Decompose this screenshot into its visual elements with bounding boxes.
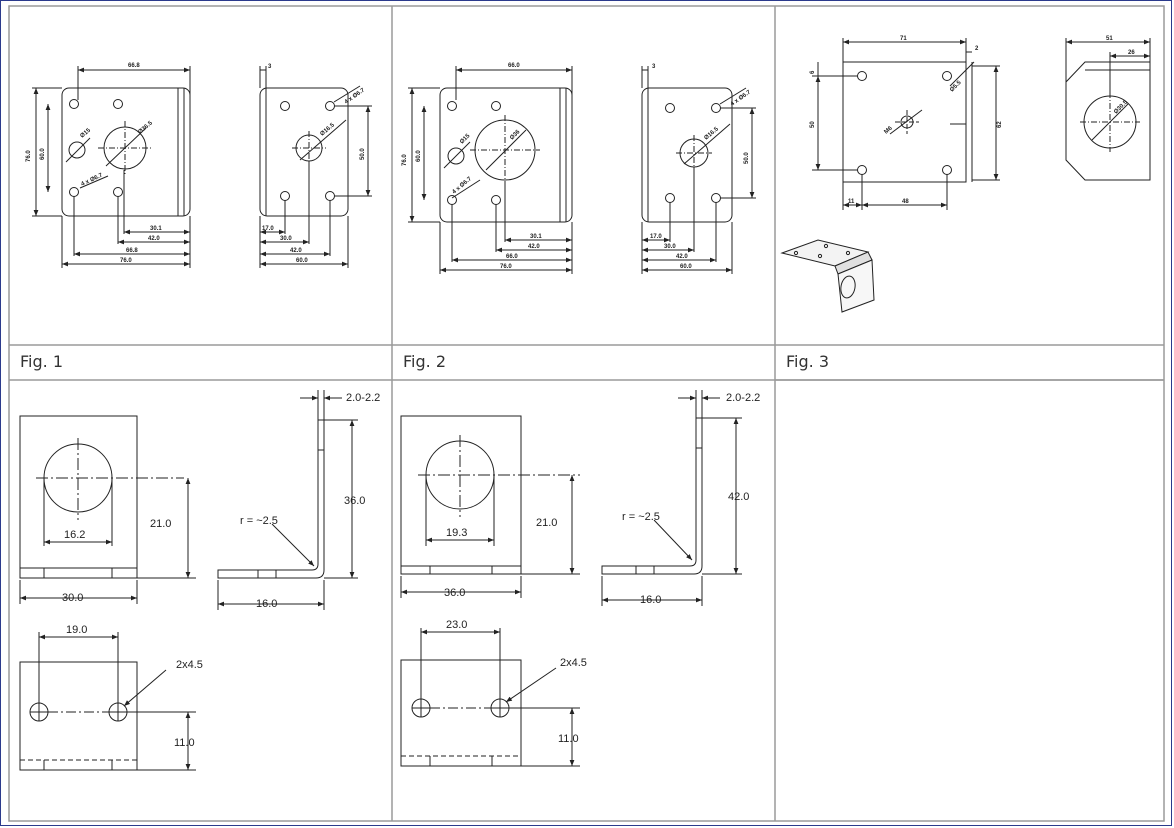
fig2-side-t: 3 [652,64,656,70]
fig3-side-hole: Ø30.5 [1113,99,1129,115]
fig1-s2: 30.0 [280,236,292,242]
fig1-d1: 30.1 [150,226,162,232]
fig4-labels: 2.0-2.2 36.0 r = ~2.5 16.2 21.0 30.0 16.… [62,392,380,749]
fig3-t: 2 [975,46,979,52]
fig3-hole-b: M6 [883,125,894,135]
fig1-hole-big: Ø36.5 [137,120,154,136]
fig4-base: 16.0 [256,598,277,610]
fig3-bottom-a: 11 [848,199,855,205]
fig5-thickness: 2.0-2.2 [726,392,760,404]
fig3-hole-a: Ø5.5 [949,80,963,94]
fig3-side-w2: 26 [1128,50,1135,56]
fig5-hole: 19.3 [446,527,467,539]
fig1-s1: 17.0 [262,226,274,232]
fig1-s4: 60.0 [296,258,308,264]
fig1-w-top: 66.8 [128,63,140,69]
fig4-holes-spacing: 19.0 [66,624,87,636]
fig2-drawing [408,66,756,274]
fig2-s4: 60.0 [680,264,692,270]
fig2-w-top: 66.0 [508,63,520,69]
fig4-radius: r = ~2.5 [240,515,278,527]
fig5-hole-h: 21.0 [536,517,557,529]
fig5-width: 36.0 [444,587,465,599]
fig3-caption: Fig. 3 [786,352,829,371]
fig2-h-outer: 76.0 [402,154,408,166]
fig1-d3: 66.8 [126,248,138,254]
fig3-left-h: 50 [810,121,816,128]
fig5-labels: 2.0-2.2 42.0 r = ~2.5 19.3 21.0 36.0 16.… [444,392,760,745]
fig2-d1: 30.1 [530,234,542,240]
fig2-side-holes: 4 x Ø6.7 [730,89,753,107]
fig2-h-inner: 60.0 [416,150,422,162]
fig3-top-off: 6 [810,70,816,74]
fig3-w-top: 71 [900,36,907,42]
fig1-h-inner: 60.0 [40,148,46,160]
fig2-hole-small: Ø15 [459,133,472,146]
fig4-height: 36.0 [344,495,365,507]
fig3-right-h: 62 [997,121,1003,128]
fig1-side-h: 50.0 [360,148,366,160]
fig2-side-h: 50.0 [744,152,750,164]
fig4-holes-h: 11.0 [174,737,195,749]
fig4-drawing [19,390,358,771]
fig2-hole-big: Ø36 [509,129,522,142]
fig4-width: 30.0 [62,592,83,604]
fig5-holes-spacing: 23.0 [446,619,467,631]
fig5-holes: 2x4.5 [560,657,587,669]
fig1-d2: 42.0 [148,236,160,242]
fig2-caption: Fig. 2 [403,352,446,371]
fig1-labels: 66.8 76.0 60.0 Ø15 Ø36.5 4 x Ø6.7 30.1 4… [26,63,367,264]
fig1-h-outer: 76.0 [26,150,32,162]
fig4-holes: 2x4.5 [176,659,203,671]
fig1-caption: Fig. 1 [20,352,63,371]
fig2-s3: 42.0 [676,254,688,260]
fig2-d4: 76.0 [500,264,512,270]
fig1-d4: 76.0 [120,258,132,264]
fig2-d3: 66.0 [506,254,518,260]
fig4-hole: 16.2 [64,529,85,541]
fig2-holes4: 4 x Ø6.7 [451,176,473,196]
fig1-side-holes: 4 x Ø6.7 [344,87,367,105]
fig5-height: 42.0 [728,491,749,503]
fig5-holes-h: 11.0 [558,733,579,745]
fig2-d2: 42.0 [528,244,540,250]
fig1-drawing [32,66,372,268]
fig3-side-w: 51 [1106,36,1113,42]
fig5-drawing [400,390,742,767]
fig4-thickness: 2.0-2.2 [346,392,380,404]
fig2-labels: 66.0 76.0 60.0 Ø15 Ø36 4 x Ø6.7 30.1 42.… [402,63,753,270]
fig2-s2: 30.0 [664,244,676,250]
fig2-s1: 17.0 [650,234,662,240]
table-grid [8,5,1165,822]
fig1-s3: 42.0 [290,248,302,254]
fig4-hole-h: 21.0 [150,518,171,530]
fig1-holes4: 4 x Ø6.7 [80,172,104,187]
fig3-drawing [780,38,1151,313]
fig3-bottom-b: 48 [902,199,909,205]
fig5-radius: r = ~2.5 [622,511,660,523]
fig5-base: 16.0 [640,594,661,606]
fig1-side-t: 3 [268,64,272,70]
fig1-hole-small: Ø15 [79,127,92,139]
